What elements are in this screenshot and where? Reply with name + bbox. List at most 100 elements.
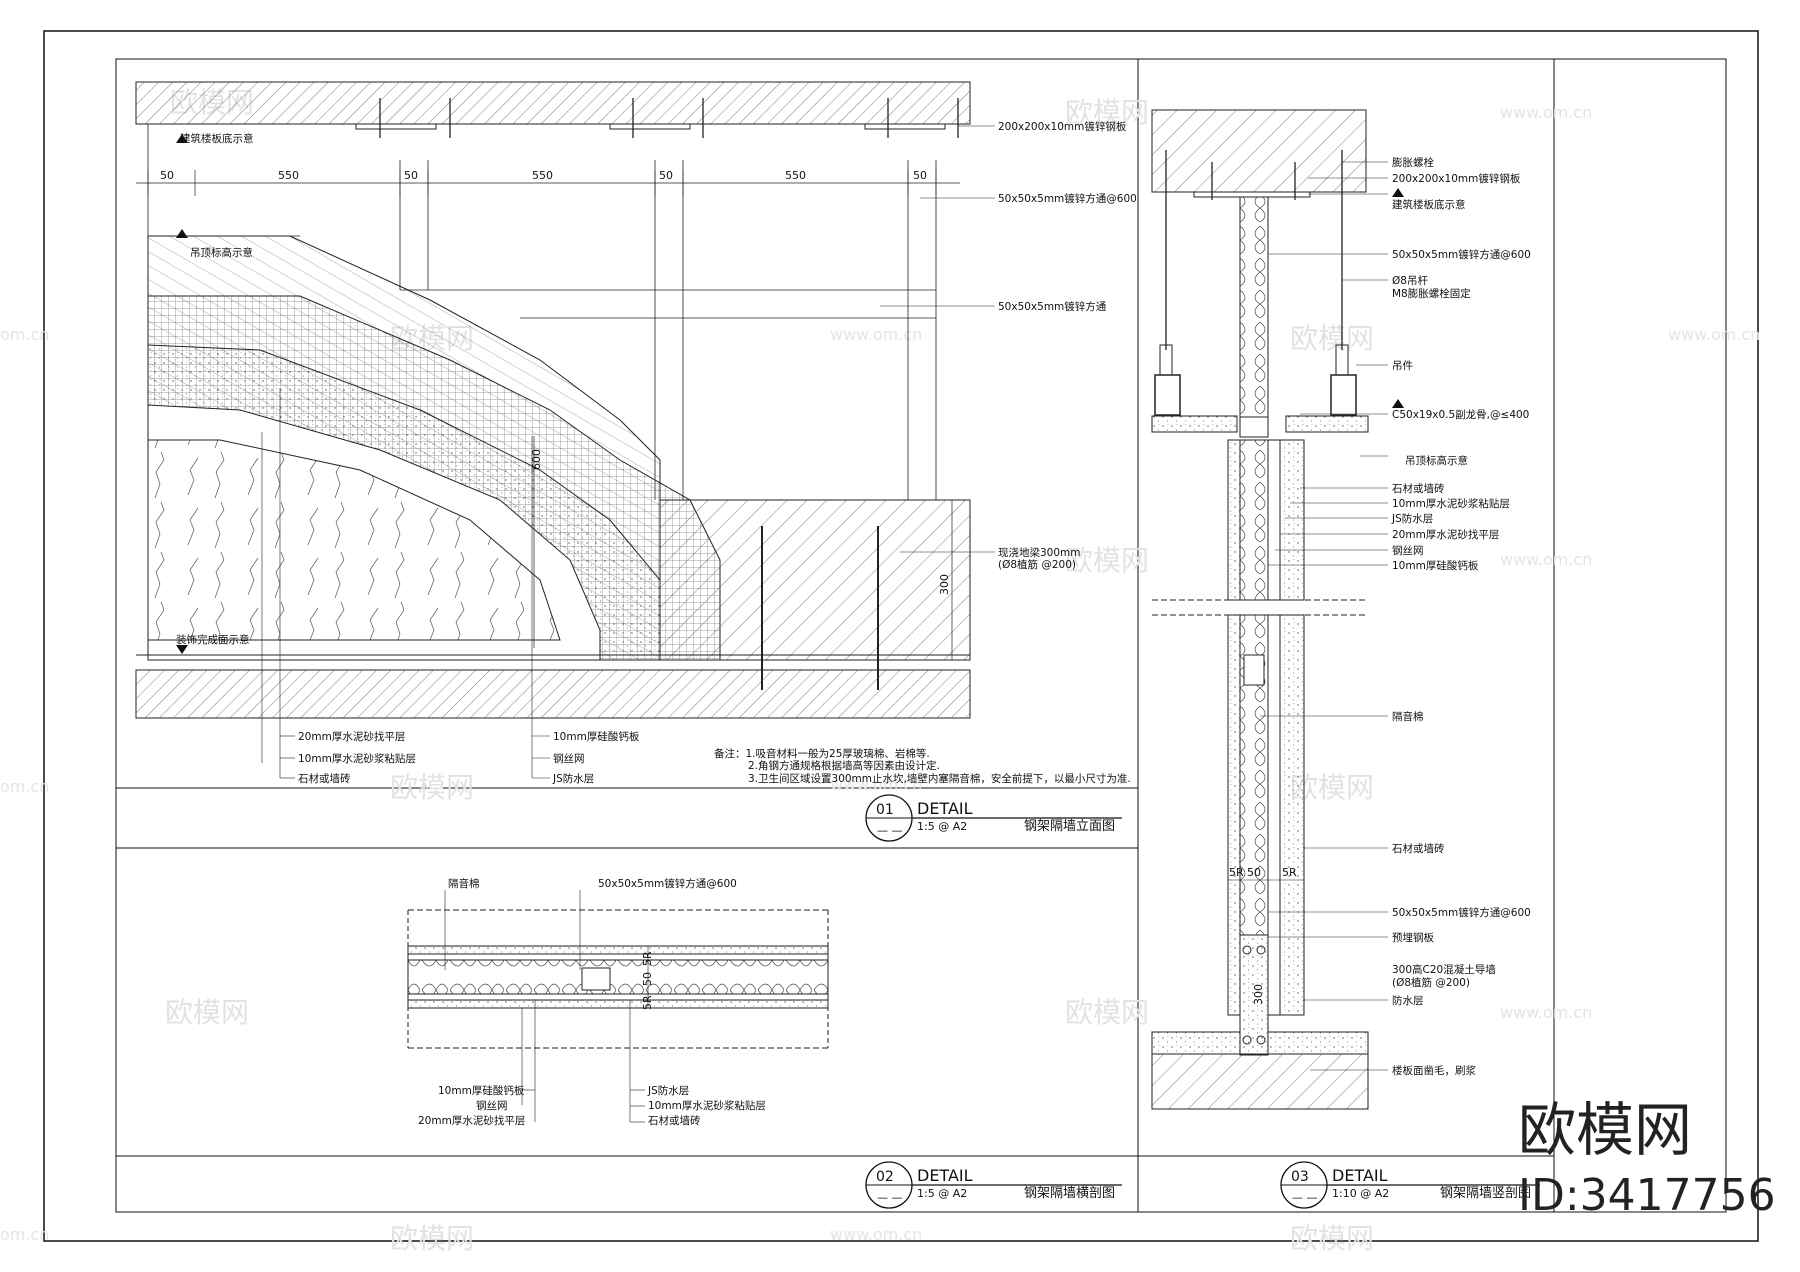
callout: 防水层 [1392, 994, 1424, 1007]
detail-number: 01 [876, 802, 894, 818]
callout: 预埋钢板 [1392, 931, 1434, 944]
dim-label: 550 [785, 169, 806, 182]
callout-top-left: 隔音棉 [448, 877, 480, 890]
callout-tube: 50x50x5mm镀锌方通 [998, 300, 1107, 313]
layer-label: JS防水层 [647, 1084, 689, 1097]
note-line: 备注：1.吸音材料一般为25厚玻璃棉、岩棉等. [714, 747, 930, 760]
callout: 楼板面凿毛，刷浆 [1392, 1064, 1476, 1077]
detail-title: 钢架隔墙竖剖图 [1440, 1186, 1531, 1201]
dim-label: 50 [659, 169, 673, 182]
detail-dash: — — [1292, 1191, 1318, 1204]
callout-tube-600: 50x50x5mm镀锌方通@600 [998, 192, 1137, 205]
dim-label: 50 [641, 972, 654, 986]
callout: 10mm厚硅酸钙板 [1392, 559, 1479, 572]
dim-label: 5R [641, 951, 654, 966]
watermark-site: www.om.cn [830, 1225, 922, 1244]
watermark-brand: 欧模网 [1290, 322, 1374, 355]
dim-label: 50 [404, 169, 418, 182]
callout: 50x50x5mm镀锌方通@600 [1392, 906, 1531, 919]
layer-label: 10mm厚水泥砂浆粘贴层 [648, 1099, 766, 1112]
callout: 石材或墙砖 [1392, 482, 1445, 495]
callout: Ø8吊杆 [1392, 274, 1428, 287]
callout-plate: 200x200x10mm镀锌钢板 [998, 120, 1127, 133]
detail-scale: 1:5 @ A2 [917, 1187, 967, 1200]
watermark-site: www.om.cn [1668, 325, 1760, 344]
layer-label: 10mm厚水泥砂浆粘贴层 [298, 752, 416, 765]
layer-label: 钢丝网 [476, 1099, 508, 1112]
dim-label: 5R [641, 995, 654, 1010]
layer-label: 石材或墙砖 [298, 772, 351, 785]
callout: 吊顶标高示意 [1405, 454, 1468, 467]
watermark-brand-large: 欧模网 [1518, 1096, 1692, 1164]
detail-scale: 1:5 @ A2 [917, 820, 967, 833]
detail-01-title: 01 — — DETAIL 1:5 @ A2 钢架隔墙立面图 [865, 794, 1122, 842]
detail-03-vertical-section: 5R 50 5R 300 膨胀螺栓 [1151, 109, 1540, 1209]
level-finish: 装饰完成面示意 [176, 633, 250, 646]
detail-03-title: 03 — — DETAIL 1:10 @ A2 钢架隔墙竖剖图 [1280, 1161, 1540, 1209]
callout-top-right: 50x50x5mm镀锌方通@600 [598, 877, 737, 890]
callout: 10mm厚水泥砂浆粘贴层 [1392, 497, 1510, 510]
dim-vertical-600: 600 [530, 449, 543, 470]
detail-02-title: 02 — — DETAIL 1:5 @ A2 钢架隔墙横剖图 [865, 1161, 1122, 1209]
dim-label: 50 [913, 169, 927, 182]
watermark-site: www.om.cn [830, 775, 922, 794]
note-line: 3.卫生间区域设置300mm止水坎,墙壁内塞隔音棉，安全前提下，以最小尺寸为准. [748, 772, 1131, 785]
callout: 隔音棉 [1392, 710, 1424, 723]
layer-label: 20mm厚水泥砂找平层 [298, 730, 405, 743]
layer-label: 10mm厚硅酸钙板 [553, 730, 640, 743]
dim-label: 5R [1282, 866, 1297, 879]
callout: 吊件 [1392, 360, 1413, 372]
detail-01-elevation: 50 550 50 550 50 550 50 600 300 建筑楼板底示意 … [135, 81, 1137, 842]
watermark-brand: 欧模网 [390, 1222, 474, 1255]
note-line: 2.角钢方通规格根据墙高等因素由设计定. [748, 759, 940, 772]
detail-label: DETAIL [917, 1166, 973, 1185]
callout: 石材或墙砖 [1392, 842, 1445, 855]
detail-scale: 1:10 @ A2 [1332, 1187, 1389, 1200]
callout-beam-1: 现浇地梁300mm [998, 546, 1081, 559]
layer-label: 20mm厚水泥砂找平层 [418, 1114, 525, 1127]
dim-label: 50 [160, 169, 174, 182]
watermark-brand: 欧模网 [1290, 1222, 1374, 1255]
watermark-brand: 欧模网 [1065, 996, 1149, 1029]
callout: M8膨胀螺栓固定 [1392, 287, 1471, 300]
dim-vertical: 300 [1252, 984, 1265, 1005]
callout: 50x50x5mm镀锌方通@600 [1392, 248, 1531, 261]
detail-title: 钢架隔墙立面图 [1024, 819, 1115, 834]
callout: 膨胀螺栓 [1392, 156, 1434, 169]
dim-label: 5R [1229, 866, 1244, 879]
watermark-site: www.om.cn [1500, 1003, 1592, 1022]
sheet-frame [43, 30, 1759, 1242]
layer-label: 钢丝网 [553, 752, 585, 765]
callout: (Ø8植筋 @200) [1392, 976, 1470, 989]
watermark-brand: 欧模网 [1065, 544, 1149, 577]
layer-label: 石材或墙砖 [648, 1114, 701, 1127]
callout: JS防水层 [1391, 512, 1433, 525]
level-floor-bottom: 建筑楼板底示意 [180, 132, 254, 145]
detail-dash: — — [877, 824, 903, 837]
callout: 钢丝网 [1392, 544, 1424, 557]
callout: 建筑楼板底示意 [1392, 198, 1466, 211]
layer-label: JS防水层 [552, 772, 594, 785]
detail-dash: — — [877, 1191, 903, 1204]
watermark-site: www.om.cn [1500, 103, 1592, 122]
watermark-site: www.om.cn [1500, 550, 1592, 569]
callout: 20mm厚水泥砂找平层 [1392, 528, 1499, 541]
callout: C50x19x0.5副龙骨,@≤400 [1392, 408, 1529, 421]
watermark-site: om.cn [0, 325, 49, 344]
detail-label: DETAIL [917, 799, 973, 818]
dim-label: 550 [278, 169, 299, 182]
dim-label: 550 [532, 169, 553, 182]
dim-vertical-300: 300 [938, 574, 951, 595]
watermark-brand: 欧模网 [390, 771, 474, 804]
callout-beam-2: (Ø8植筋 @200) [998, 558, 1076, 571]
callout: 300高C20混凝土导墙 [1392, 963, 1496, 976]
watermark-site: om.cn [0, 1225, 49, 1244]
detail-label: DETAIL [1332, 1166, 1388, 1185]
watermark-brand: 欧模网 [165, 996, 249, 1029]
detail-title: 钢架隔墙横剖图 [1024, 1186, 1115, 1201]
steel-plates [355, 98, 959, 138]
level-ceiling: 吊顶标高示意 [190, 246, 253, 259]
background-watermarks: 欧模网 欧模网 www.om.cn www.om.cn om.cn 欧模网 欧模… [0, 86, 1760, 1255]
detail-number: 02 [876, 1169, 894, 1185]
